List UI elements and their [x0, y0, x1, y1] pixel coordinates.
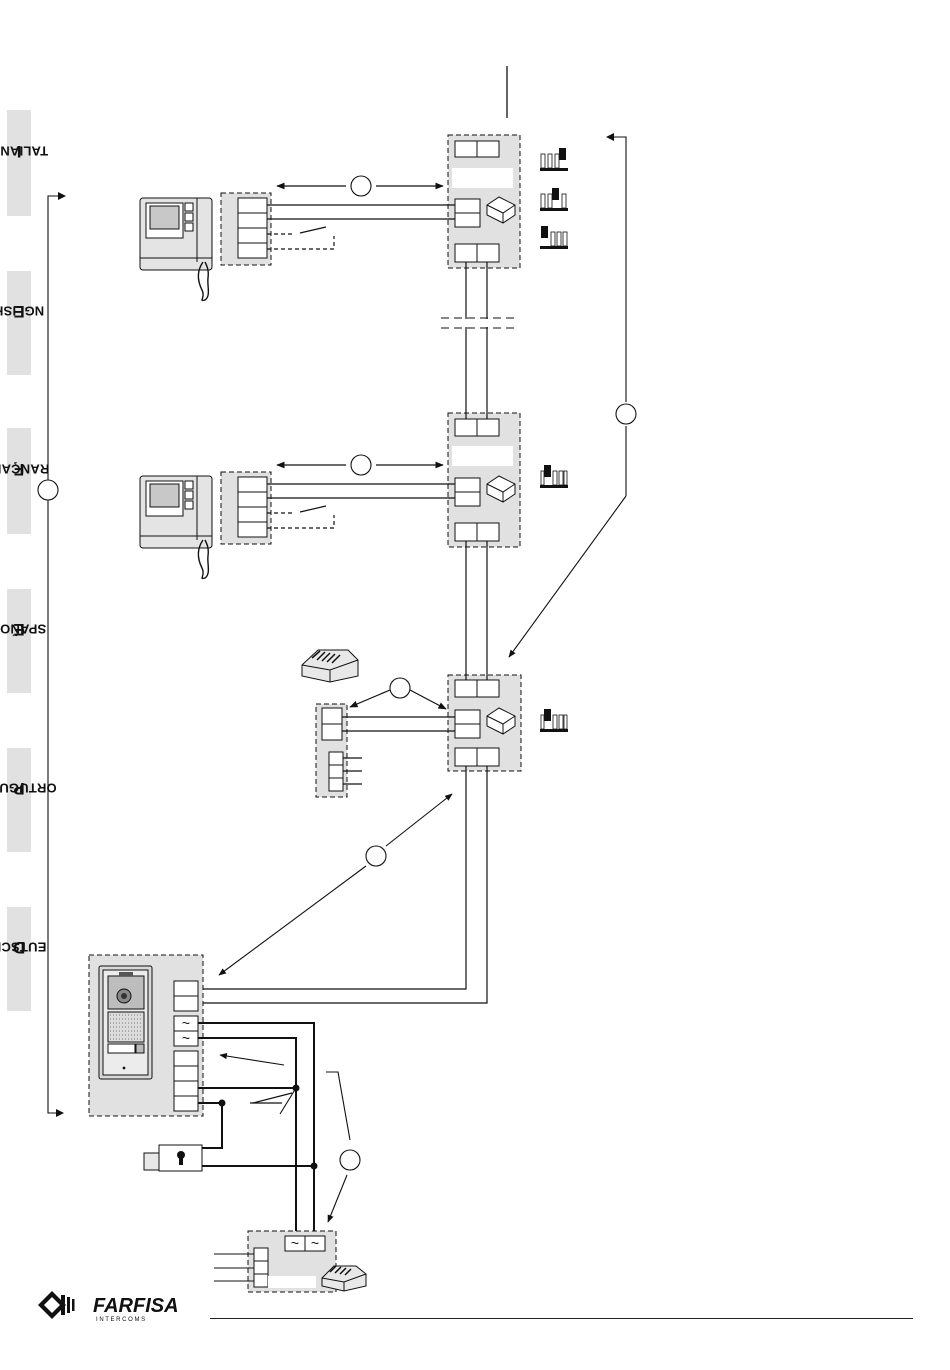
callout-circle	[351, 176, 371, 196]
distributor-module-2	[448, 413, 520, 547]
video-monitor-2	[140, 476, 212, 579]
distributor-module-3	[448, 675, 521, 771]
brand-tagline: I N T E R C O M S	[96, 1317, 145, 1323]
brand-name: FARFISA	[93, 1295, 179, 1317]
din-rail-unit-icon	[302, 650, 358, 682]
door-entry-panel	[99, 966, 152, 1079]
farfisa-logo: FARFISA I N T E R C O M S	[38, 1288, 208, 1329]
ac-symbol: ~	[182, 1015, 190, 1031]
power-wiring	[198, 1023, 314, 1238]
callout-circle	[340, 1150, 360, 1170]
diagonal-arrow	[219, 794, 452, 975]
callout-circle	[390, 678, 410, 698]
dip-switch-icon	[540, 465, 568, 488]
video-monitor-1	[140, 198, 212, 301]
dip-switch-icon	[540, 148, 568, 171]
right-bracket-arrow	[509, 133, 626, 657]
wiring-junctions	[219, 1085, 318, 1170]
callout-circle	[38, 480, 58, 500]
callout-circle	[351, 455, 371, 475]
dip-switch-icon	[540, 226, 568, 249]
cable-break-mark	[441, 318, 514, 328]
callout-circle	[366, 846, 386, 866]
ac-symbol: ~	[182, 1030, 190, 1046]
door-panel-terminals: ~ ~	[174, 981, 198, 1111]
callout-circle	[616, 404, 636, 424]
distributor-module-1	[448, 135, 520, 268]
farfisa-logo-mark: FARFISA I N T E R C O M S	[38, 1288, 208, 1324]
monitor-bracket-1	[221, 193, 271, 265]
pushbutton-switch	[250, 1088, 296, 1114]
left-bracket-arrow	[48, 192, 66, 1117]
ac-symbol: ~	[291, 1235, 299, 1251]
secondary-terminal-box	[316, 704, 347, 797]
dip-switch-icon	[540, 188, 568, 211]
monitor-bracket-2	[221, 472, 271, 544]
footer-rule	[210, 1318, 913, 1319]
dip-switch-icon	[540, 709, 568, 732]
ac-symbol: ~	[311, 1235, 319, 1251]
riser-cable	[200, 262, 487, 1003]
secondary-wiring	[342, 690, 455, 784]
electric-lock-icon	[144, 1145, 202, 1171]
annotation-arrows	[220, 1055, 350, 1222]
